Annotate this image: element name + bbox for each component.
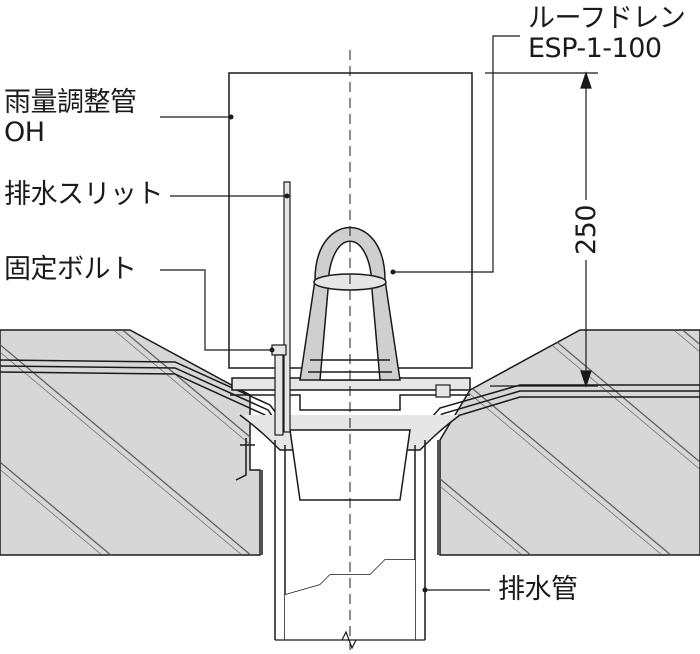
dimension-label-bg (574, 200, 598, 260)
label-drain-slit: 排水スリット (4, 179, 164, 210)
concrete-slab-right (439, 329, 700, 556)
label-roof-drain: ルーフドレン ESP-1-100 (528, 3, 686, 64)
label-fixing-bolt: 固定ボルト (4, 254, 137, 285)
leader-dots (228, 114, 428, 593)
fixing-bolt-right (435, 384, 451, 398)
label-drain-pipe: 排水管 (498, 574, 578, 605)
bottom-dimension (275, 630, 425, 650)
label-rain-pipe-line2: OH (4, 117, 45, 148)
concrete-slab-left (0, 329, 261, 556)
label-roof-drain-line2: ESP-1-100 (528, 33, 662, 64)
leader-lines (160, 35, 520, 591)
label-roof-drain-line1: ルーフドレン (528, 3, 686, 34)
drain-slit-rod (283, 181, 291, 433)
label-rain-pipe-line1: 雨量調整管 (4, 87, 137, 118)
anchor-hook (235, 438, 255, 481)
label-rain-adjustment-pipe: 雨量調整管 OH (4, 88, 137, 148)
label-dimension-250: 250 (571, 204, 602, 256)
